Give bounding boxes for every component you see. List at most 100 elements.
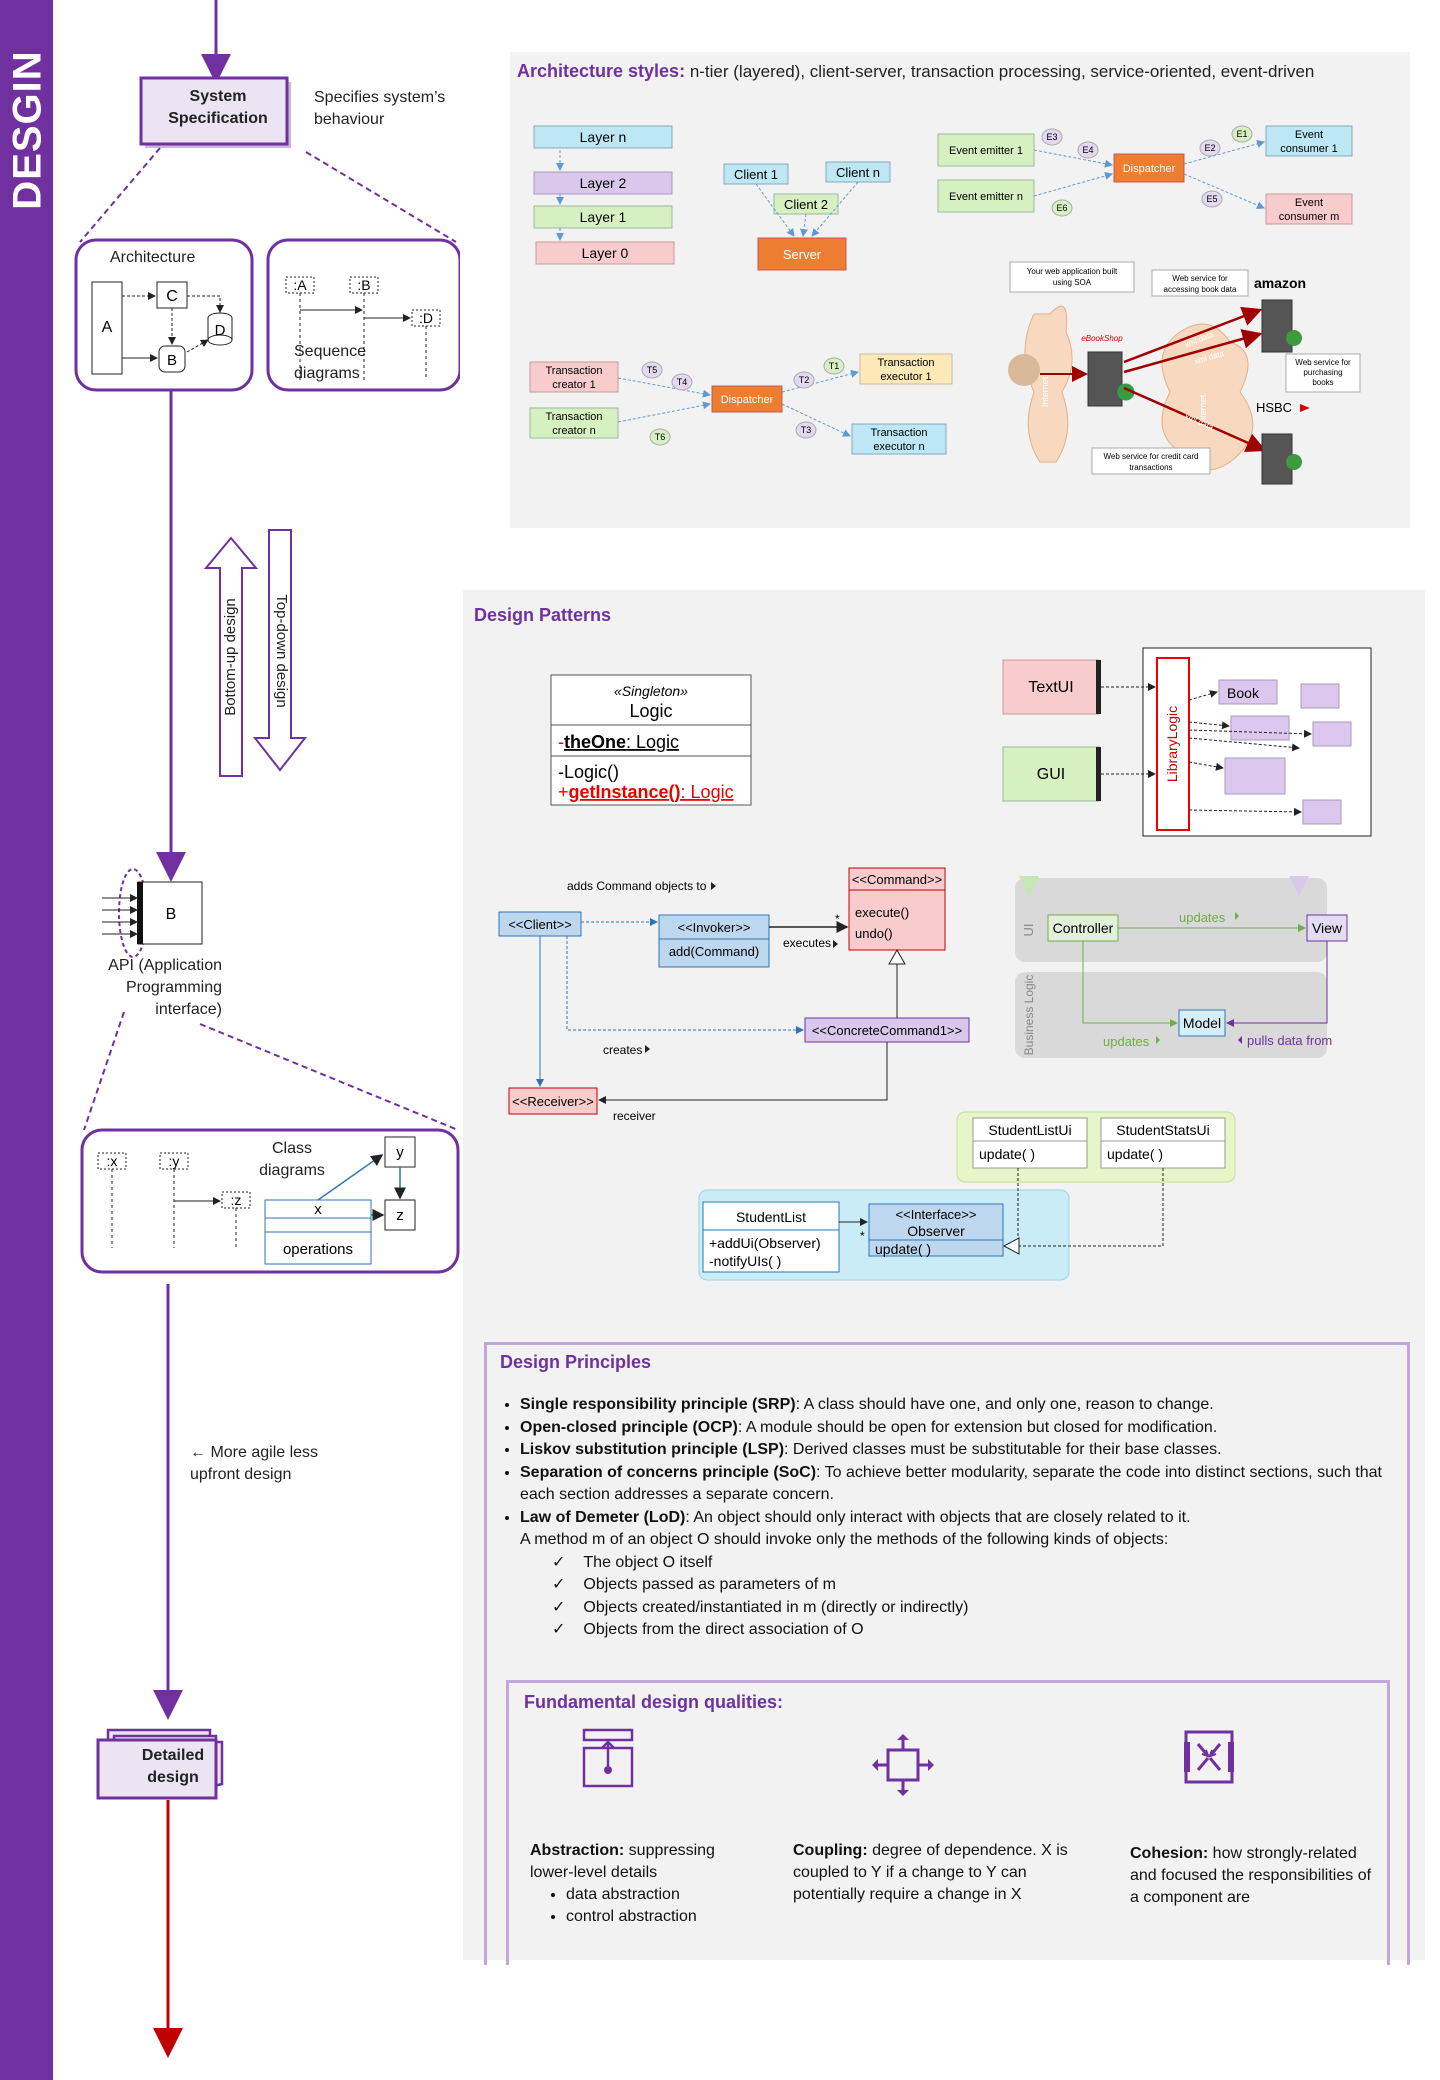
svg-text:«Singleton»: «Singleton» [614,683,688,699]
textui-box [1002,659,1100,715]
sidebar-title: DESGIN [5,50,50,210]
svg-text:Client 1: Client 1 [734,167,778,182]
svg-text:-Logic(): -Logic() [558,762,619,782]
svg-text:creator 1: creator 1 [552,379,595,391]
user-figure [1008,354,1040,386]
api-component-box [137,881,203,945]
top-down-arrow [252,529,308,772]
system-spec-box [139,76,289,146]
design-patterns-diagram: «Singleton» Logic -theOne: Logic -Logic(… [498,647,1372,1281]
svg-text:E1: E1 [1236,129,1247,139]
singleton-class: «Singleton» Logic -theOne: Logic -Logic(… [550,674,752,806]
svg-text:-theOne: Logic: -theOne: Logic [558,732,679,752]
top-down-label: Top-down design [273,594,290,708]
svg-text:Layer 0: Layer 0 [582,245,629,261]
svg-text:TextUI: TextUI [1028,679,1073,696]
svg-text:Model: Model [1183,1015,1221,1031]
svg-text:-notifyUIs( ): -notifyUIs( ) [709,1253,781,1269]
fundamental-qualities-title: Fundamental design qualities: [524,1692,784,1712]
svg-text:LibraryLogic: LibraryLogic [1164,706,1180,782]
cohesion-text: Cohesion: how strongly-related and focus… [1130,1845,1372,1906]
lod-check-4: Objects from the direct association of O [552,1619,1390,1642]
principle-lod: Law of Demeter (LoD): An object should o… [520,1507,1390,1552]
svg-text:using SOA: using SOA [1053,278,1092,287]
svg-text:*: * [835,912,840,926]
svg-text:<<ConcreteCommand1>>: <<ConcreteCommand1>> [812,1023,962,1038]
svg-text:GUI: GUI [1037,766,1065,783]
svg-text:update( ): update( ) [1107,1146,1163,1162]
svg-text:Event emitter 1: Event emitter 1 [949,145,1023,157]
cohesion-icon [1184,1730,1234,1784]
bottom-up-label: Bottom-up design [222,598,239,716]
architecture-styles-title: Architecture styles: n-tier (layered), c… [517,61,1315,81]
svg-text:accessing book data: accessing book data [1164,285,1237,294]
svg-text:adds Command objects to: adds Command objects to [567,879,707,893]
svg-text:updates: updates [1103,1034,1150,1049]
svg-text:UI: UI [1021,924,1036,937]
ebookshop-server [1087,351,1123,407]
sidebar: DESGIN [0,0,53,2080]
svg-text:E3: E3 [1046,132,1057,142]
architecture-styles-diagram: Layer n Layer 2 Layer 1 Layer 0 Client 1… [529,125,1361,485]
amazon-server [1261,299,1293,353]
svg-text:executor 1: executor 1 [880,371,931,383]
svg-text:<<Receiver>>: <<Receiver>> [512,1094,594,1109]
svg-text:Layer n: Layer n [580,129,627,145]
svg-text:amazon: amazon [1254,275,1306,291]
svg-text:Observer: Observer [907,1223,965,1239]
layer-n [533,125,673,149]
server-box [757,237,847,271]
svg-text:consumer m: consumer m [1279,211,1340,223]
api-label: API (Application Programming interface) [108,957,222,1018]
svg-text:Client 2: Client 2 [784,197,828,212]
library-logic-box [1156,657,1190,831]
svg-text:undo(): undo() [855,926,893,941]
principle-ocp: Open-closed principle (OCP): A module sh… [520,1417,1390,1440]
arch-node-a [91,281,123,375]
fundamental-qualities-frame [506,1680,1390,1965]
svg-text:Logic: Logic [629,701,672,721]
svg-text:+getInstance(): Logic: +getInstance(): Logic [558,782,734,802]
svg-text:Controller: Controller [1053,920,1114,936]
svg-text:StudentListUi: StudentListUi [988,1122,1071,1138]
svg-text::B: :B [357,277,370,293]
lod-check-1: The object O itself [552,1552,1390,1575]
svg-text:transactions: transactions [1129,463,1172,472]
agile-note: ← More agile less upfront design [190,1444,319,1483]
svg-text::x: :x [107,1153,118,1169]
abstraction-icon [582,1728,634,1788]
system-spec-label: System Specification [168,88,268,127]
svg-text:<<Command>>: <<Command>> [852,872,942,887]
svg-text:C: C [166,288,178,305]
model-box [1178,1009,1226,1037]
svg-text::A: :A [293,277,307,293]
svg-text:receiver: receiver [613,1109,656,1123]
svg-text:books: books [1312,378,1333,387]
lod-check-2: Objects passed as parameters of m [552,1574,1390,1597]
design-principles-frame [484,1342,1410,1965]
svg-text:Layer 2: Layer 2 [580,175,627,191]
svg-text:+addUi(Observer): +addUi(Observer) [709,1235,821,1251]
arch-node-b [158,345,186,373]
sequence-diagrams-label: Sequence diagrams [294,343,367,382]
gui-box [1002,746,1100,802]
svg-text:B: B [166,906,177,923]
svg-text:T3: T3 [801,425,812,435]
class-diagrams-label: Class diagrams [259,1140,325,1179]
svg-text:View: View [1312,920,1343,936]
svg-text:<<Interface>>: <<Interface>> [896,1207,977,1222]
svg-text:E4: E4 [1082,145,1093,155]
svg-text:Web service for credit card: Web service for credit card [1104,452,1199,461]
svg-text:executor n: executor n [873,441,924,453]
student-list-class [702,1201,840,1273]
svg-text:Book: Book [1227,685,1260,701]
svg-text:z: z [396,1207,404,1224]
principle-lsp: Liskov substitution principle (LSP): Der… [520,1439,1390,1462]
svg-text:Event: Event [1295,129,1323,141]
design-principles-title: Design Principles [500,1352,652,1372]
system-spec-desc: Specifies system’s behaviour [314,89,446,128]
svg-text:Your web application built: Your web application built [1027,267,1118,276]
svg-text:E5: E5 [1206,194,1217,204]
controller-box [1047,914,1119,942]
principle-soc: Separation of concerns principle (SoC): … [520,1462,1390,1507]
